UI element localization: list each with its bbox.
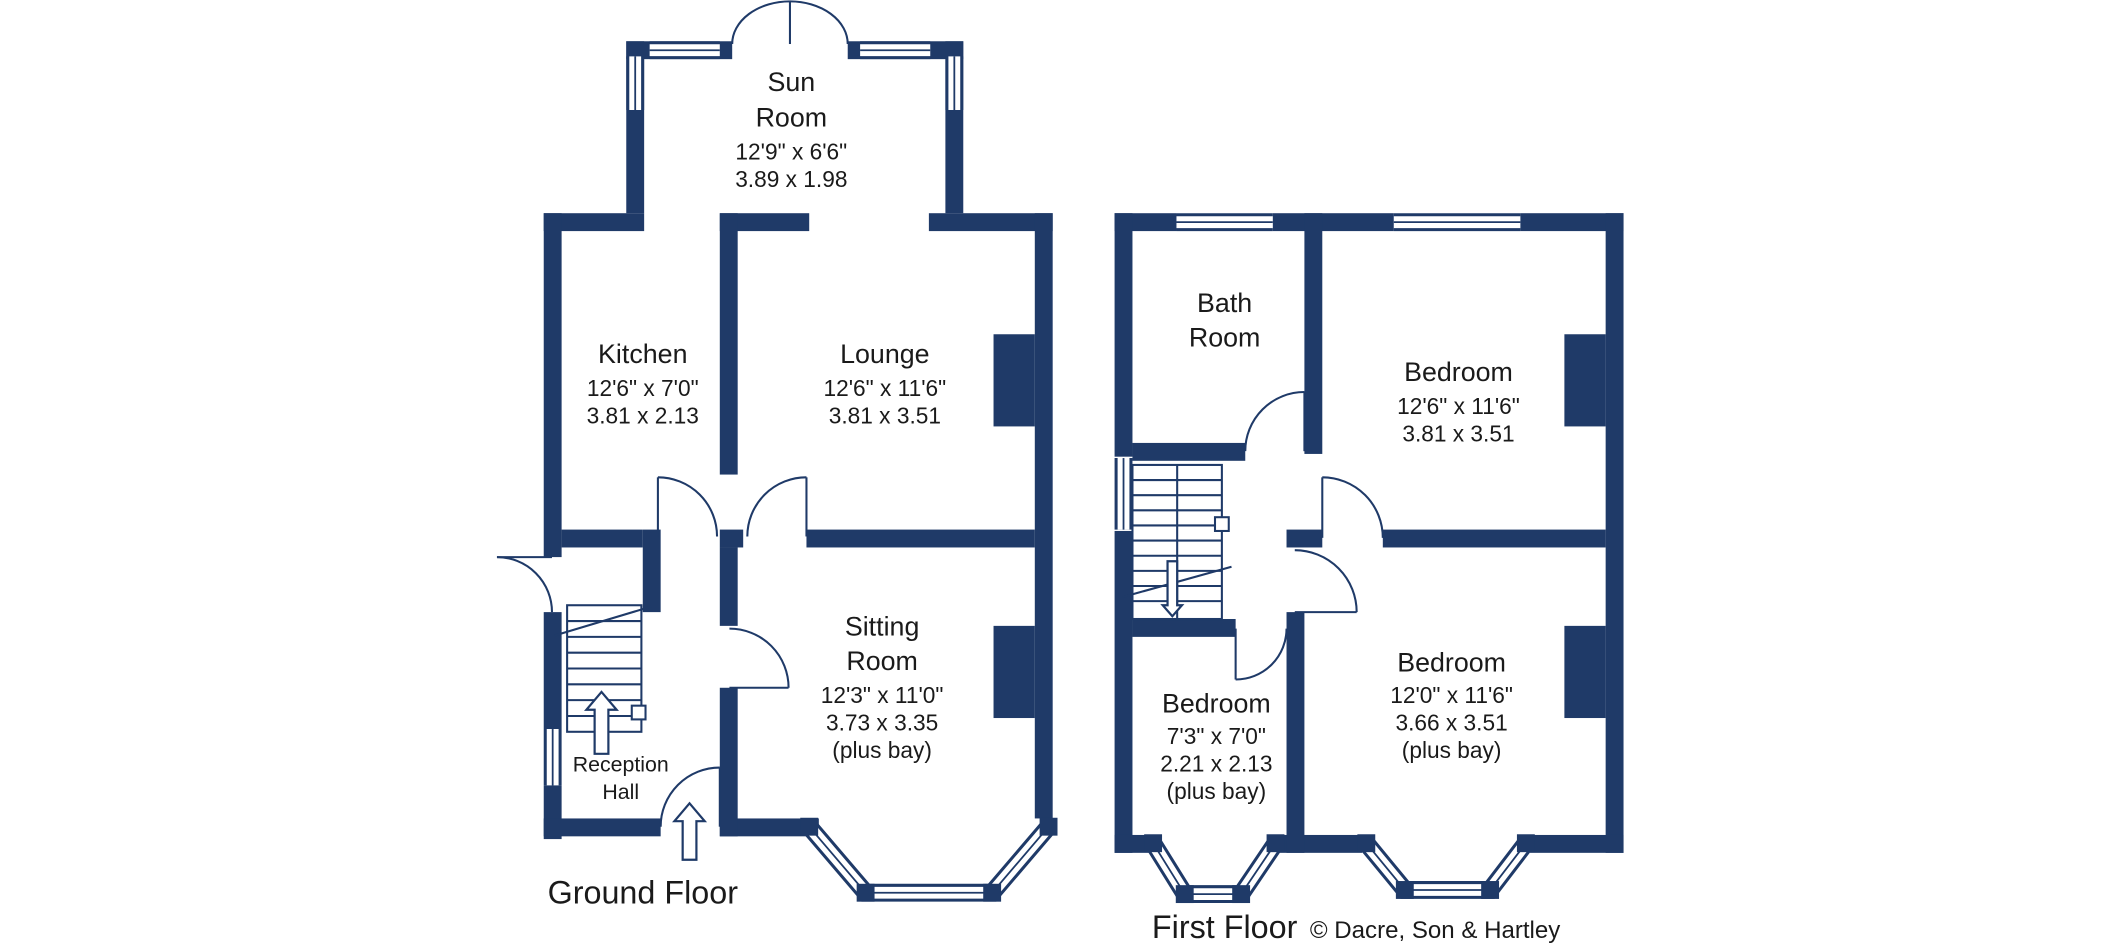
bedroom-right-dims-metric: 3.66 x 3.51 [1395,709,1507,735]
bedroom-top-dims-metric: 3.81 x 3.51 [1402,421,1514,447]
bath-room-name-line1: Bath [1197,288,1252,318]
bedroom-left-dims-metric: 2.21 x 2.13 [1160,751,1272,777]
copyright-credit: © Dacre, Son & Hartley [1310,917,1560,944]
sitting-room-door-swing [729,627,790,689]
bay-window [1144,834,1285,904]
stairs-down-arrow-icon [1160,560,1185,618]
staircase [554,604,652,733]
lounge-door-swing [746,476,808,537]
reception-hall-name-line1: Reception [573,753,669,777]
ground-floor-plan: Sun Room 12'9" x 6'6" 3.89 x 1.98 Kitche… [496,0,1058,911]
bedroom-top-door-swing [1321,476,1384,538]
entrance-arrow-icon [672,801,708,861]
bedroom-left-dims-imperial: 7'3" x 7'0" [1167,723,1266,749]
bedroom-left-name: Bedroom [1162,689,1271,719]
first-floor-title: First Floor [1152,909,1298,945]
hall-door-swing [656,476,719,537]
front-door-swing [659,766,721,827]
lounge-dims-metric: 3.81 x 3.51 [829,403,941,429]
side-door-swing [496,556,554,613]
chimney-breast [993,334,1035,427]
bath-room-name-line2: Room [1189,323,1261,353]
bedroom-top-name: Bedroom [1404,357,1513,387]
sitting-room-note: (plus bay) [832,737,932,763]
bedroom-left-door-swing [1234,628,1288,681]
kitchen-name: Kitchen [598,339,687,369]
first-floor-walls [1114,213,1624,853]
ground-floor-title: Ground Floor [548,875,739,911]
bedroom-right-name: Bedroom [1397,647,1506,677]
sun-room-double-door-swing [731,0,849,45]
kitchen-dims-imperial: 12'6" x 7'0" [587,375,699,401]
reception-hall-name-line2: Hall [602,780,639,804]
sun-room-name-line2: Room [756,103,828,133]
chimney-breast [1564,334,1606,427]
newel-post [630,704,647,721]
sun-room-name-line1: Sun [767,67,815,97]
sitting-room-dims-imperial: 12'3" x 11'0" [821,682,944,708]
stairs-up-arrow-icon [584,690,620,755]
bay-window [800,817,1058,902]
lounge-dims-imperial: 12'6" x 11'6" [823,375,946,401]
first-floor-plan: Bath Room Bedroom 12'6" x 11'6" 3.81 x 3… [1114,213,1624,945]
sitting-room-name-line1: Sitting [845,612,920,642]
newel-post [1213,516,1230,532]
bedroom-top-dims-imperial: 12'6" x 11'6" [1397,393,1520,419]
lounge-name: Lounge [840,339,929,369]
sitting-room-name-line2: Room [846,646,918,676]
bath-room-door-swing [1244,390,1306,452]
sitting-room-dims-metric: 3.73 x 3.35 [826,709,938,735]
sun-room-dims-metric: 3.89 x 1.98 [735,166,847,192]
bedroom-right-dims-imperial: 12'0" x 11'6" [1390,682,1513,708]
chimney-breast [1564,625,1606,719]
bedroom-right-door-swing [1294,549,1358,614]
kitchen-dims-metric: 3.81 x 2.13 [587,403,699,429]
bedroom-left-note: (plus bay) [1167,778,1267,804]
chimney-breast [993,625,1035,719]
sun-room-dims-imperial: 12'9" x 6'6" [735,139,847,165]
bay-window [1357,834,1535,899]
bedroom-right-note: (plus bay) [1402,737,1502,763]
